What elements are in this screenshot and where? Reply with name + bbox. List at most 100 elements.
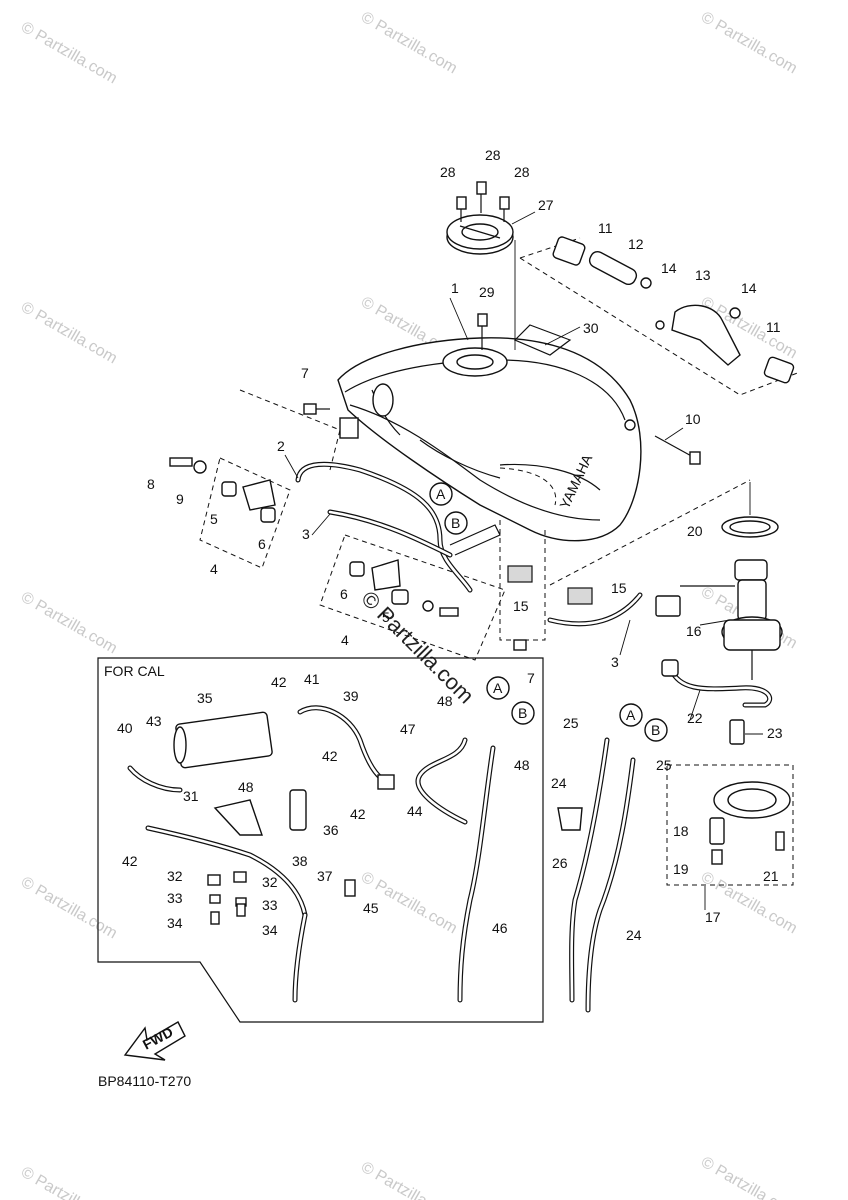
svg-text:A: A: [493, 680, 503, 696]
part-number: 23: [767, 725, 783, 741]
fuel-pump-assembly: [655, 482, 783, 680]
damper-15: [499, 479, 751, 641]
part-number: 25: [656, 757, 672, 773]
left-mount-group: [169, 457, 506, 661]
part-number: 40: [117, 720, 133, 736]
part-number: 46: [492, 920, 508, 936]
part-number: 2: [277, 438, 285, 454]
leader-lines: [284, 211, 763, 910]
part-number: 31: [183, 788, 199, 804]
hose-3: [327, 509, 643, 627]
filler-cap-flange: [446, 214, 514, 255]
part-number: 13: [695, 267, 711, 283]
part-number: 8: [147, 476, 155, 492]
part-number: 36: [323, 822, 339, 838]
part-number: 16: [686, 623, 702, 639]
part-number: 24: [551, 775, 567, 791]
watermark-text: © Partzilla.com: [358, 9, 460, 78]
svg-text:A: A: [436, 486, 446, 502]
watermark-text: © Partzilla.com: [18, 299, 120, 368]
part-number-labels: 28 28 28 27 11 12 14 13 14 11 1 29 30 7 …: [117, 147, 783, 943]
part-number: 35: [197, 690, 213, 706]
bolt-29: [477, 313, 488, 350]
part-number: 42: [271, 674, 287, 690]
part-number: 48: [514, 757, 530, 773]
fwd-arrow-icon: FWD: [123, 1021, 186, 1061]
part-number: 3: [611, 654, 619, 670]
part-number: 6: [258, 536, 266, 552]
part-number: 4: [341, 632, 349, 648]
part-number: 28: [440, 164, 456, 180]
watermark-text: © Partzilla.com: [18, 589, 120, 658]
part-number: 28: [485, 147, 501, 163]
part-number: 44: [407, 803, 423, 819]
part-number: 14: [741, 280, 757, 296]
breather-assembly: [519, 236, 801, 396]
callout-b: B B B: [444, 511, 668, 742]
part-number: 28: [514, 164, 530, 180]
watermark-text: © Partzilla.com: [18, 874, 120, 943]
part-number: 34: [262, 922, 278, 938]
part-number: 43: [146, 713, 162, 729]
watermark-center-text: © Partzilla.com: [356, 586, 479, 709]
part-number: 42: [122, 853, 138, 869]
watermark-text: © Partzilla.com: [358, 1159, 460, 1200]
part-number: 42: [350, 806, 366, 822]
part-number: 15: [611, 580, 627, 596]
pump-bracket-group: [666, 764, 794, 886]
watermark-layer: © Partzilla.com © Partzilla.com © Partzi…: [18, 9, 800, 1200]
bolt-7: [303, 403, 330, 415]
fuel-tank: YAMAHA: [337, 324, 642, 542]
part-number: 21: [763, 868, 779, 884]
part-number: 9: [176, 491, 184, 507]
part-number: 15: [513, 598, 529, 614]
part-number: 33: [167, 890, 183, 906]
bolt-7b: [513, 639, 527, 651]
part-number: 42: [322, 748, 338, 764]
callout-a: A A A: [429, 482, 643, 727]
svg-text:B: B: [451, 515, 460, 531]
part-number: 27: [538, 197, 554, 213]
part-number: 11: [766, 319, 781, 335]
svg-text:A: A: [626, 707, 636, 723]
part-number: 33: [262, 897, 278, 913]
part-number: 29: [479, 284, 495, 300]
diagram-code: BP84110-T270: [98, 1073, 191, 1089]
part-number: 45: [363, 900, 379, 916]
part-number: 26: [552, 855, 568, 871]
part-number: 20: [687, 523, 703, 539]
part-number: 30: [583, 320, 599, 336]
watermark-text: © Partzilla.com: [18, 1164, 120, 1200]
watermark-text: © Partzilla.com: [698, 869, 800, 938]
part-number: 7: [301, 365, 309, 381]
part-number: 3: [302, 526, 310, 542]
bolt-28: [456, 181, 510, 222]
part-number: 32: [167, 868, 183, 884]
part-number: 6: [340, 586, 348, 602]
hose-22: [661, 659, 773, 745]
part-number: 4: [210, 561, 218, 577]
part-number: 41: [304, 671, 320, 687]
part-number: 12: [628, 236, 644, 252]
part-number: 48: [437, 693, 453, 709]
cal-box: FOR CAL: [97, 657, 544, 1023]
part-number: 5: [382, 609, 390, 625]
part-number: 1: [451, 280, 459, 296]
part-number: 17: [705, 909, 721, 925]
part-number: 22: [687, 710, 703, 726]
svg-text:B: B: [518, 705, 527, 721]
part-number: 39: [343, 688, 359, 704]
hose-24: [557, 737, 636, 1013]
part-number: 25: [563, 715, 579, 731]
part-number: 48: [238, 779, 254, 795]
cal-box-title: FOR CAL: [104, 663, 165, 679]
part-number: 19: [673, 861, 689, 877]
part-number: 32: [262, 874, 278, 890]
hose-2: [295, 461, 473, 593]
watermark-text: © Partzilla.com: [698, 9, 800, 78]
bolt-10: [654, 435, 701, 465]
part-number: 34: [167, 915, 183, 931]
part-number: 47: [400, 721, 416, 737]
